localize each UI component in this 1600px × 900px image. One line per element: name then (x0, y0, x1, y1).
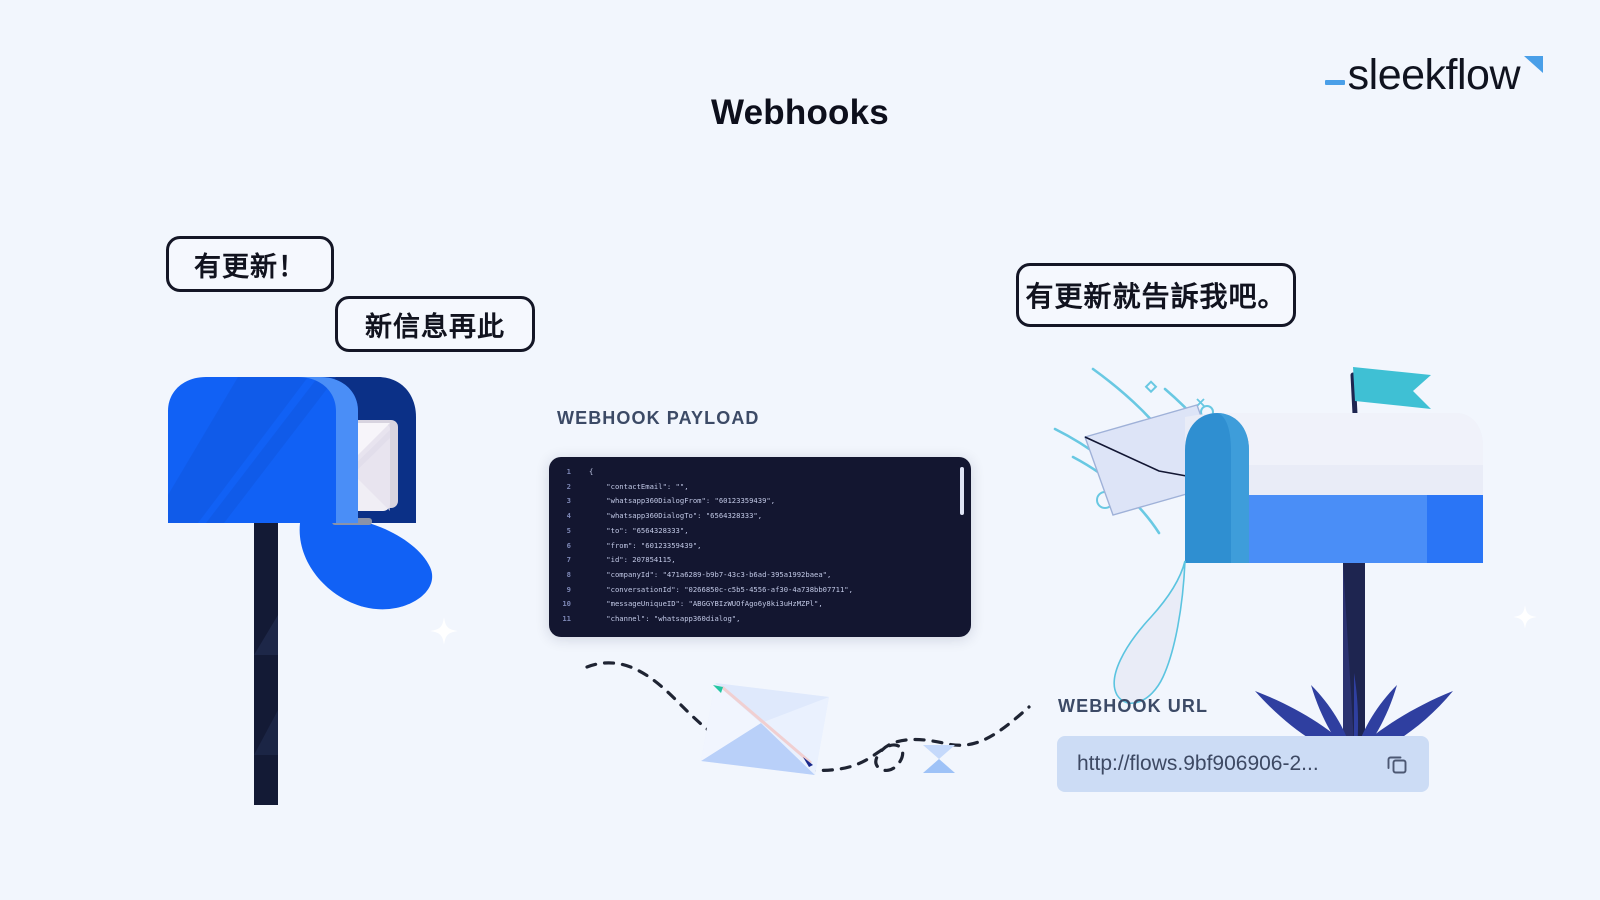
line-code: "to": "6564328333", (589, 525, 689, 535)
page-title: Webhooks (711, 93, 889, 132)
line-number: 2 (566, 481, 571, 491)
line-number: 3 (566, 496, 571, 506)
line-code: { (589, 467, 594, 476)
copy-icon[interactable] (1383, 750, 1411, 778)
speech-bubble-notify-me-on-update: 有更新就告訴我吧。 (1016, 263, 1296, 327)
code-scrollbar[interactable] (960, 467, 964, 515)
line-code: "messageUniqueID": "ABGGYBIzWUOfAgo6y8ki… (589, 599, 823, 609)
speech-bubble-text: 有更新就告訴我吧。 (1025, 281, 1287, 312)
code-line: 9 "conversationId": "0266850c-c5b5-4556-… (549, 583, 971, 598)
code-line: 4 "whatsapp360DialogTo": "6564328333", (549, 509, 971, 524)
line-number: 10 (562, 599, 571, 609)
line-number: 11 (562, 614, 571, 624)
webhook-url-value[interactable]: http://flows.9bf906906-2... (1077, 752, 1319, 775)
code-line: 8 "companyId": "471a6289-b9b7-43c3-b6ad-… (549, 568, 971, 583)
line-code: "companyId": "471a6289-b9b7-43c3-b6ad-39… (589, 569, 832, 579)
code-line: 11 "channel": "whatsapp360dialog", (549, 612, 971, 627)
line-code: "from": "60123359439", (589, 540, 702, 550)
code-line: 5 "to": "6564328333", (549, 524, 971, 539)
logo-wordmark: sleekflow (1347, 51, 1521, 99)
line-code: "conversationId": "0266850c-c5b5-4556-af… (589, 584, 853, 594)
webhook-url-field[interactable]: http://flows.9bf906906-2... (1057, 736, 1429, 792)
sparkle-icon (430, 617, 458, 645)
code-line: 2 "contactEmail": "", (549, 480, 971, 495)
sleekflow-logo: sleekflow (1324, 42, 1544, 99)
line-number: 4 (566, 511, 571, 521)
line-number: 5 (566, 525, 571, 535)
code-lines: 1 { 2 "contactEmail": "", 3 "whatsapp360… (549, 457, 971, 627)
code-line: 1 { (549, 465, 971, 480)
logo-underscore-icon (1324, 80, 1345, 85)
speech-bubble-text: 新信息再此 (365, 311, 505, 342)
speech-bubble-update-available: 有更新！ (166, 236, 334, 292)
right-mailbox-illustration (1053, 355, 1483, 775)
speech-bubble-new-message-here: 新信息再此 (335, 296, 535, 352)
logo-flag-mark-icon (1522, 54, 1544, 76)
line-code: "channel": "whatsapp360dialog", (589, 614, 741, 624)
webhook-url-label: WEBHOOK URL (1058, 696, 1209, 716)
webhook-payload-code-block[interactable]: 1 { 2 "contactEmail": "", 3 "whatsapp360… (549, 457, 971, 637)
code-line: 10 "messageUniqueID": "ABGGYBIzWUOfAgo6y… (549, 597, 971, 612)
code-line: 7 "id": 207854115, (549, 553, 971, 568)
line-code: "contactEmail": "", (589, 481, 689, 491)
envelope-flight-path-illustration (565, 645, 1065, 805)
code-line: 6 "from": "60123359439", (549, 539, 971, 554)
line-number: 7 (566, 555, 571, 565)
sparkle-icon (1513, 605, 1537, 629)
line-code: "whatsapp360DialogTo": "6564328333", (589, 511, 763, 521)
line-number: 6 (566, 540, 571, 550)
line-code: "id": 207854115, (589, 555, 676, 565)
line-code: "whatsapp360DialogFrom": "60123359439", (589, 496, 776, 506)
code-line: 3 "whatsapp360DialogFrom": "60123359439"… (549, 494, 971, 509)
speech-bubble-text: 有更新！ (194, 251, 306, 282)
line-number: 1 (566, 467, 571, 476)
line-number: 8 (566, 569, 571, 579)
left-mailbox-illustration (150, 355, 450, 815)
webhook-payload-label: WEBHOOK PAYLOAD (557, 408, 760, 428)
line-number: 9 (566, 584, 571, 594)
